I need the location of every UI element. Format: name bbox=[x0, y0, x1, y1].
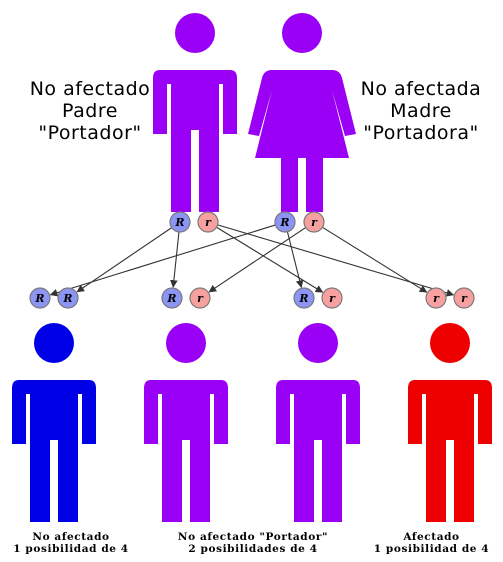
child-1-allele-1-label: R bbox=[34, 292, 44, 305]
inheritance-arrow-6 bbox=[286, 231, 304, 289]
child-figure-1 bbox=[12, 323, 96, 522]
child-3-allele-2: r bbox=[321, 287, 343, 309]
caption-affected-line-1: Afectado bbox=[403, 531, 460, 543]
inheritance-arrow-5 bbox=[216, 226, 324, 293]
child-figure-3 bbox=[276, 323, 360, 522]
inheritance-arrow-8 bbox=[322, 226, 428, 293]
mother-label-line-2: Madre bbox=[390, 100, 452, 122]
caption-carrier-line-2: 2 posibilidades de 4 bbox=[188, 543, 318, 555]
mother-allele-1-label: R bbox=[279, 216, 289, 229]
mother-allele-1: R bbox=[274, 211, 296, 233]
child-2-allele-1: R bbox=[161, 287, 183, 309]
child-3-allele-2-label: r bbox=[329, 292, 336, 305]
father-allele-1: R bbox=[169, 211, 191, 233]
inheritance-arrow-3 bbox=[170, 231, 180, 288]
child-2-allele-2: r bbox=[189, 287, 211, 309]
inheritance-arrow-7 bbox=[217, 224, 455, 297]
father-figure bbox=[153, 13, 237, 212]
father-label-line-2: Padre bbox=[62, 100, 118, 122]
child-2-allele-2-label: r bbox=[197, 292, 204, 305]
child-4-allele-2-label: r bbox=[461, 292, 468, 305]
child-1-allele-2-label: R bbox=[62, 292, 72, 305]
child-1-allele-1: R bbox=[29, 287, 51, 309]
mother-label: No afectada Madre "Portadora" bbox=[346, 78, 496, 144]
father-allele-1-label: R bbox=[174, 216, 184, 229]
mother-allele-2-label: r bbox=[311, 216, 318, 229]
caption-affected: Afectado 1 posibilidad de 4 bbox=[360, 531, 503, 555]
mother-allele-2: r bbox=[303, 211, 325, 233]
child-3-allele-1: R bbox=[293, 287, 315, 309]
father-label-line-3: "Portador" bbox=[38, 122, 142, 144]
mother-figure bbox=[248, 13, 356, 212]
child-figure-2 bbox=[144, 323, 228, 522]
child-4-allele-1: r bbox=[425, 287, 447, 309]
father-label-line-1: No afectado bbox=[29, 78, 151, 100]
mother-label-line-3: "Portadora" bbox=[363, 122, 479, 144]
child-3-allele-1-label: R bbox=[298, 292, 308, 305]
child-4-allele-2: r bbox=[453, 287, 475, 309]
caption-affected-line-2: 1 posibilidad de 4 bbox=[373, 543, 490, 555]
caption-unaffected: No afectado 1 posibilidad de 4 bbox=[0, 531, 146, 555]
caption-unaffected-line-2: 1 posibilidad de 4 bbox=[13, 543, 129, 555]
caption-carrier-line-1: No afectado "Portador" bbox=[177, 531, 329, 543]
child-1-allele-2: R bbox=[57, 287, 79, 309]
mother-label-line-1: No afectada bbox=[360, 78, 482, 100]
caption-unaffected-line-1: No afectado bbox=[32, 531, 110, 543]
child-2-allele-1-label: R bbox=[166, 292, 176, 305]
caption-carrier: No afectado "Portador" 2 posibilidades d… bbox=[158, 531, 348, 555]
father-label: No afectado Padre "Portador" bbox=[18, 78, 162, 144]
father-allele-2: r bbox=[197, 211, 219, 233]
inheritance-arrow-2 bbox=[49, 224, 276, 297]
father-allele-2-label: r bbox=[205, 216, 212, 229]
child-4-allele-1-label: r bbox=[433, 292, 440, 305]
child-figure-4 bbox=[408, 323, 492, 522]
